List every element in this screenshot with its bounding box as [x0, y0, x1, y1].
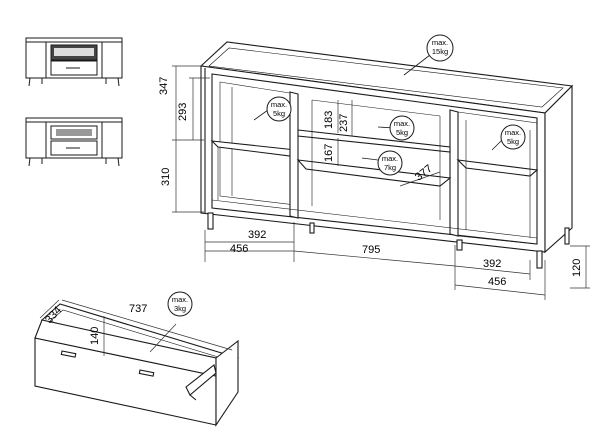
drawer: [34, 303, 240, 427]
load-circles: [167, 34, 526, 317]
thumbnail-closed-sideboard: [25, 37, 123, 87]
drawer-dimension-lines: [39, 299, 233, 356]
thumbnail-open-sideboard: [25, 117, 123, 167]
dimension-lines: [172, 65, 590, 300]
